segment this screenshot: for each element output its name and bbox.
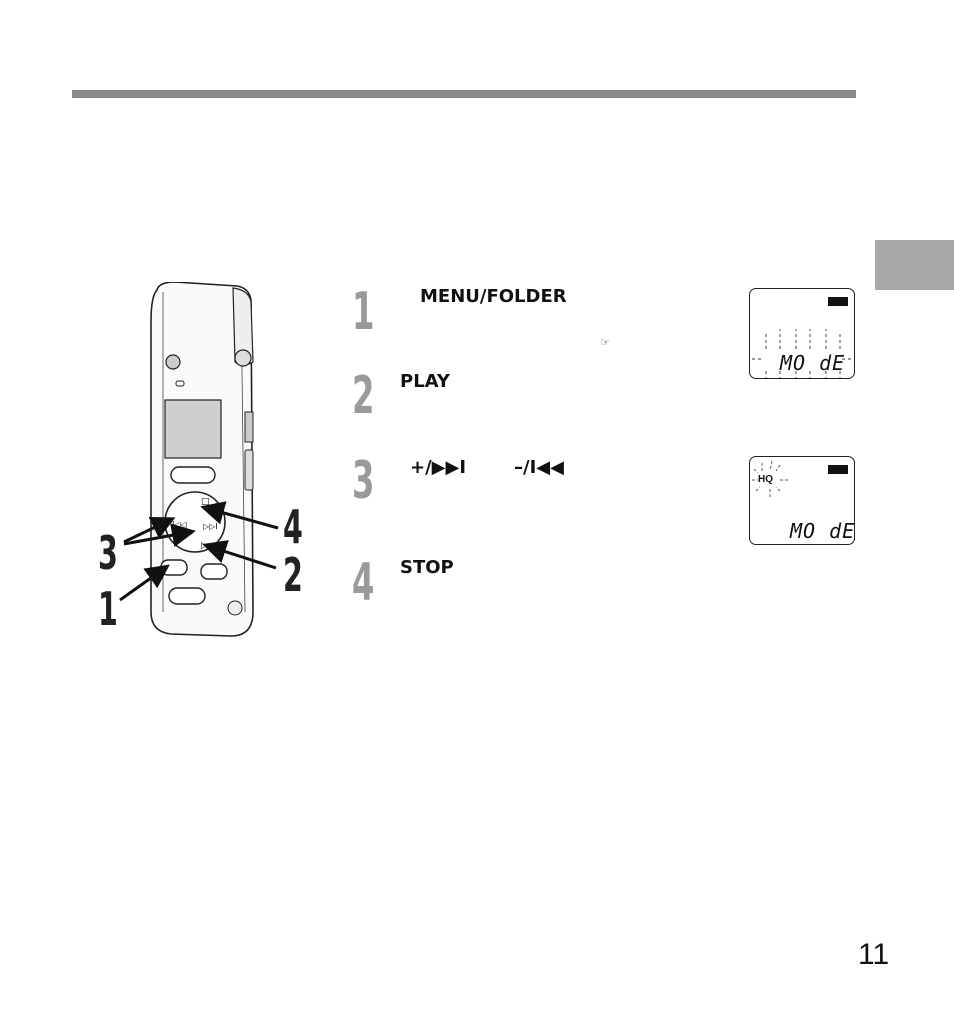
- callout-4: 4: [283, 500, 303, 554]
- battery-icon: [828, 465, 848, 474]
- callout-2: 2: [283, 548, 303, 602]
- lcd-display-1: MO dE: [749, 288, 855, 379]
- step-2-number: 2: [352, 366, 375, 426]
- step-3-label-plus: +/▶▶I: [410, 457, 467, 478]
- top-rule: [72, 90, 856, 98]
- step-1-label: MENU/FOLDER: [420, 286, 567, 307]
- step-2-label: PLAY: [400, 371, 450, 392]
- step-3-number: 3: [352, 451, 375, 511]
- page-number: 11: [858, 938, 890, 971]
- step-4-label: STOP: [400, 557, 454, 578]
- callout-arrows: [119, 501, 279, 602]
- lcd-2-text: MO dE: [790, 519, 856, 543]
- lcd-display-2: HQ MO dE: [749, 456, 855, 545]
- callout-3: 3: [98, 526, 118, 580]
- hq-indicator: HQ: [758, 474, 773, 485]
- hq-blink-rays: [752, 460, 790, 497]
- blink-rays: [752, 329, 854, 378]
- pointing-hand-icon: ☞: [600, 336, 610, 349]
- step-1-number: 1: [352, 282, 375, 342]
- lcd-1-text: MO dE: [780, 351, 846, 375]
- step-3-label-minus: –/I◀◀: [514, 457, 564, 478]
- svg-text:▷▷I: ▷▷I: [203, 522, 218, 531]
- battery-icon: [828, 297, 848, 306]
- callout-1: 1: [98, 582, 118, 636]
- section-tab: [875, 240, 954, 290]
- voice-recorder-illustration: □ I◁◁ ▷▷I ▷: [150, 282, 254, 637]
- step-4-number: 4: [352, 553, 375, 613]
